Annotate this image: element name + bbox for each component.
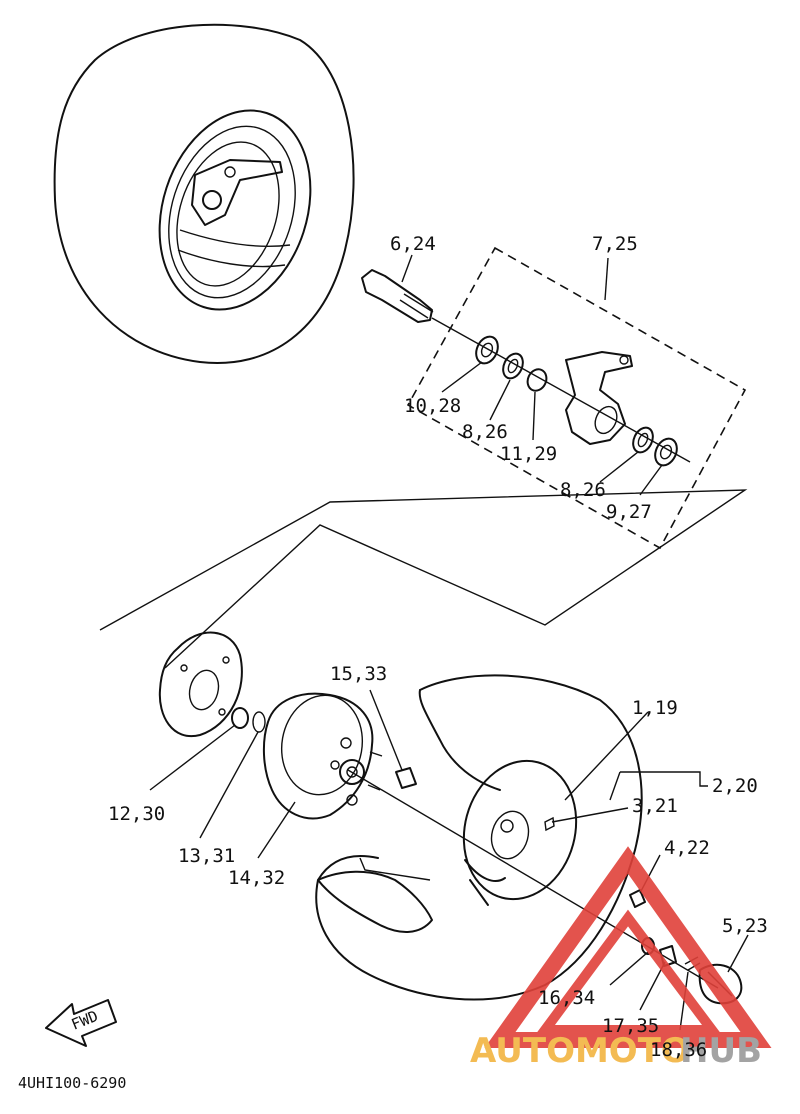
label-8-26-left: 8,26 — [462, 421, 508, 443]
fwd-direction-arrow: FWD — [45, 999, 117, 1047]
label-18-36: 18,36 — [650, 1039, 707, 1061]
top-wheel-assembly — [53, 23, 355, 364]
label-15-33: 15,33 — [330, 663, 387, 685]
label-10-28: 10,28 — [404, 395, 461, 417]
watermark-text-hub: HUB — [680, 1031, 762, 1071]
label-11-29: 11,29 — [500, 443, 557, 465]
label-14-32: 14,32 — [228, 867, 285, 889]
label-9-27: 9,27 — [606, 501, 652, 523]
label-4-22: 4,22 — [664, 837, 710, 859]
steering-knuckle-group — [361, 246, 747, 550]
bottom-wheel-assembly — [315, 674, 749, 1031]
group-connector-frame — [99, 489, 748, 669]
label-5-23: 5,23 — [722, 915, 768, 937]
automotohub-watermark: AUTOMOTO HUB — [470, 846, 772, 1071]
watermark-text-automoto: AUTOMOTO — [470, 1031, 690, 1071]
label-3-21: 3,21 — [632, 795, 678, 817]
label-1-19: 1,19 — [632, 697, 678, 719]
watermark-triangle — [484, 846, 772, 1048]
label-6-24: 6,24 — [390, 233, 436, 255]
label-2-20: 2,20 — [712, 775, 758, 797]
part-number-labels: 6,24 7,25 10,28 8,26 11,29 8,26 9,27 15,… — [18, 233, 768, 1092]
label-7-25: 7,25 — [592, 233, 638, 255]
label-13-31: 13,31 — [178, 845, 235, 867]
label-8-26-right: 8,26 — [560, 479, 606, 501]
drawing-code: 4UHI100-6290 — [18, 1074, 126, 1092]
label-16-34: 16,34 — [538, 987, 595, 1009]
label-17-35: 17,35 — [602, 1015, 659, 1037]
label-12-30: 12,30 — [108, 803, 165, 825]
